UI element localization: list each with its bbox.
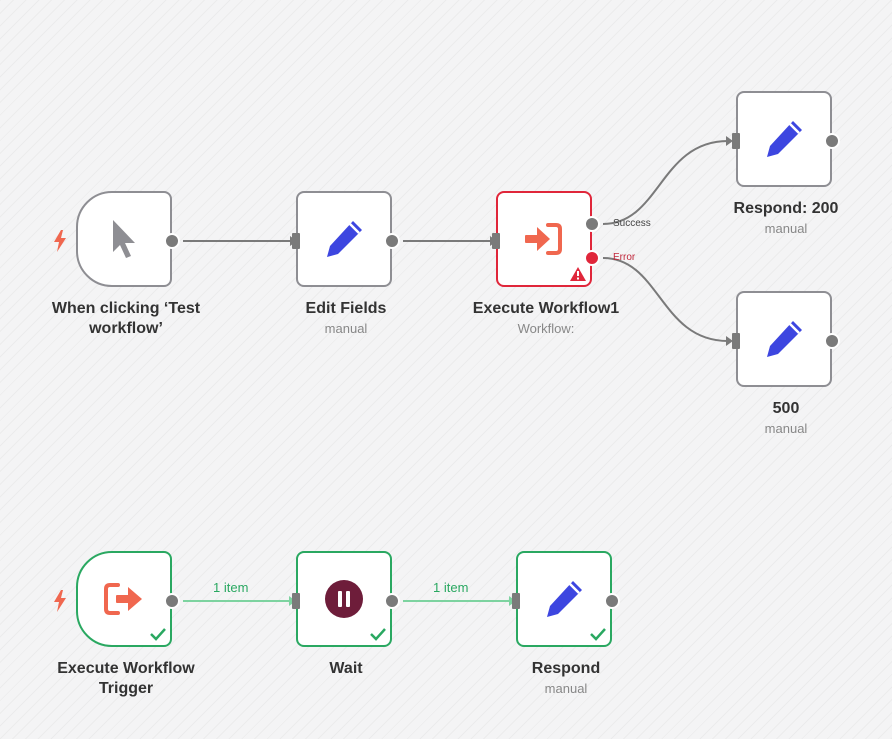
node-subtitle: manual [764, 221, 808, 236]
node-subtitle: manual [544, 681, 588, 696]
error-output-label: Error [613, 252, 636, 263]
manual-trigger-node[interactable] [54, 191, 180, 287]
output-port[interactable] [164, 233, 180, 249]
cursor-icon [101, 216, 147, 262]
node-title: Execute Workflow1 [472, 300, 620, 317]
node-title: Respond: 200 [733, 200, 839, 217]
execute-workflow-node[interactable] [492, 191, 600, 287]
edge-arrow [726, 136, 733, 146]
output-port[interactable] [824, 333, 840, 349]
check-icon [370, 628, 386, 641]
node-subtitle: manual [764, 421, 808, 436]
check-icon [150, 628, 166, 641]
input-port[interactable] [512, 593, 520, 609]
respond-node[interactable] [512, 551, 620, 647]
node-subtitle: manual [324, 321, 368, 336]
success-output-port[interactable] [584, 216, 600, 232]
bolt-icon [54, 590, 66, 612]
respond-500-node[interactable] [732, 291, 840, 387]
input-port[interactable] [732, 333, 740, 349]
edge-item-count-label: 1 item [213, 580, 249, 595]
input-port[interactable] [732, 133, 740, 149]
input-port[interactable] [292, 593, 300, 609]
output-port[interactable] [604, 593, 620, 609]
output-port[interactable] [824, 133, 840, 149]
pencil-icon [541, 576, 587, 622]
node-title: Respond [531, 660, 601, 677]
pencil-icon [761, 316, 807, 362]
node-title: 500 [772, 400, 800, 417]
node-title: Wait [329, 660, 363, 677]
node-title: When clicking ‘Test workflow’ [51, 300, 201, 337]
execute-workflow-trigger-node[interactable] [54, 551, 180, 647]
node-title: Edit Fields [305, 300, 387, 317]
edge-error-to-500[interactable] [602, 257, 729, 342]
edge-item-count-label: 1 item [433, 580, 469, 595]
warning-icon[interactable] [570, 267, 586, 281]
edit-fields-node[interactable] [292, 191, 400, 287]
error-output-port[interactable] [584, 250, 600, 266]
node-title: Execute Workflow Trigger [57, 660, 195, 697]
output-port[interactable] [164, 593, 180, 609]
output-port[interactable] [384, 233, 400, 249]
wait-node[interactable] [292, 551, 400, 647]
edge-arrow [726, 336, 733, 346]
sign-in-icon [521, 216, 567, 262]
respond-200-node[interactable] [732, 91, 840, 187]
bolt-icon [54, 230, 66, 252]
output-port[interactable] [384, 593, 400, 609]
node-subtitle: Workflow: [517, 321, 575, 336]
edge-success-to-respond-200[interactable] [602, 140, 729, 225]
pencil-icon [321, 216, 367, 262]
success-output-label: Success [613, 218, 651, 229]
sign-out-icon [101, 576, 147, 622]
input-port[interactable] [492, 233, 500, 249]
input-port[interactable] [292, 233, 300, 249]
check-icon [590, 628, 606, 641]
pause-icon [321, 576, 367, 622]
pencil-icon [761, 116, 807, 162]
